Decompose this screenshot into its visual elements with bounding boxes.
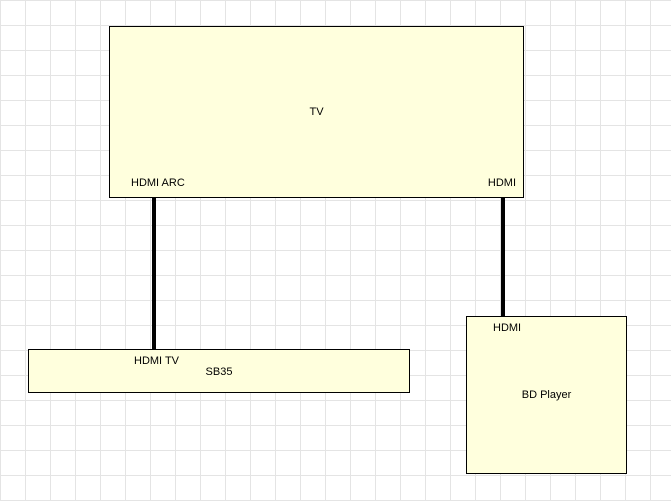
sb35-port-hdmi-tv-label: HDMI TV: [134, 355, 180, 367]
connector-tv-hdmi-arc-to-sb35[interactable]: [152, 197, 156, 349]
sb35-node[interactable]: HDMI TV SB35: [28, 349, 410, 393]
bd-player-node[interactable]: HDMI BD Player: [466, 316, 627, 474]
tv-node[interactable]: TV HDMI ARC HDMI: [109, 26, 524, 198]
connector-tv-hdmi-to-bd-player[interactable]: [501, 197, 505, 316]
tv-port-hdmi-arc-label: HDMI ARC: [131, 177, 185, 189]
sb35-node-title: SB35: [205, 366, 233, 378]
bd-player-node-title: BD Player: [521, 389, 572, 401]
tv-port-hdmi-label: HDMI: [487, 177, 516, 189]
bd-player-port-hdmi-label: HDMI: [493, 322, 522, 334]
tv-node-title: TV: [309, 106, 324, 118]
